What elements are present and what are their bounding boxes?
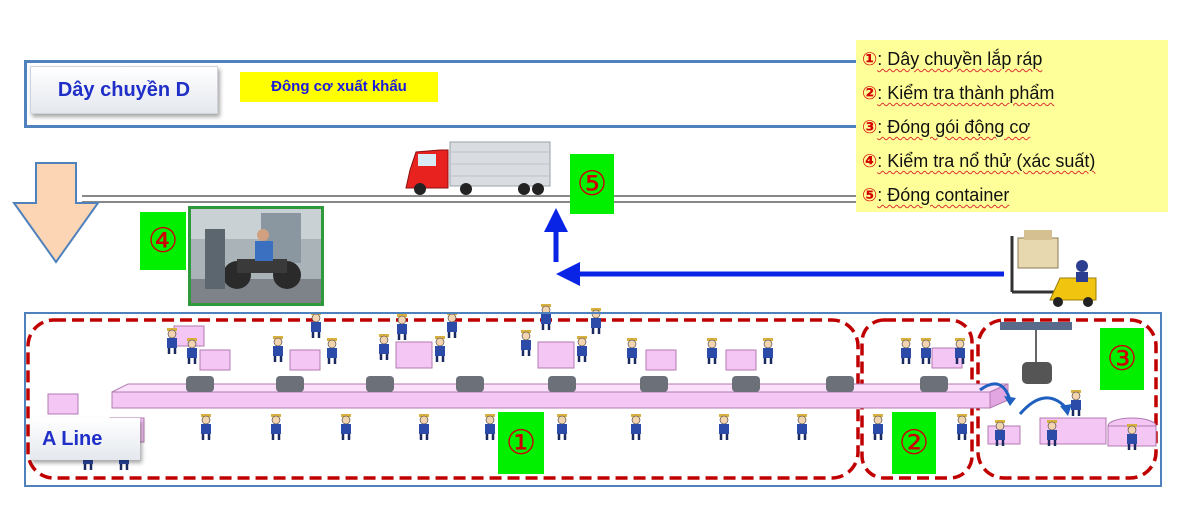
worker-icon [763, 338, 773, 364]
legend-item-4: ④: Kiểm tra nổ thử (xác suất) [862, 151, 1096, 171]
worker-icon [921, 338, 931, 364]
worker-icon [485, 414, 495, 440]
road-line [82, 195, 860, 203]
worker-icon [435, 336, 445, 362]
marker-5: ⑤ [570, 154, 614, 214]
marker-4: ④ [140, 212, 186, 270]
a-line-label: A Line [30, 418, 140, 460]
worker-icon [273, 336, 283, 362]
flow-down-arrow [12, 162, 100, 264]
worker-icon [631, 414, 641, 440]
worker-icon [341, 414, 351, 440]
forklift-icon [1010, 230, 1097, 307]
worker-icon [707, 338, 717, 364]
worker-icon [1127, 424, 1137, 450]
legend-item-1: ①: Dây chuyền lắp ráp [862, 49, 1043, 69]
a-line-frame [24, 312, 1162, 487]
line-d-label: Dây chuyền D [30, 66, 218, 114]
worker-icon [957, 414, 967, 440]
worker-icon [627, 338, 637, 364]
worker-icon [201, 414, 211, 440]
worker-icon [397, 314, 407, 340]
hoist-icon [1000, 322, 1072, 384]
conveyor-engines [186, 376, 948, 392]
marker-2: ② [892, 412, 936, 474]
worker-icon [187, 338, 197, 364]
worker-icon [379, 334, 389, 360]
legend-item-5: ⑤: Đóng container [862, 185, 1010, 205]
worker-icon [577, 336, 587, 362]
worker-icon [419, 414, 429, 440]
conveyor-belt [111, 383, 1009, 409]
marker-1: ① [498, 412, 544, 474]
worker-icon [995, 420, 1005, 446]
legend-box: ①: Dây chuyền lắp ráp ②: Kiểm tra thành … [856, 40, 1168, 212]
export-engine-label: Đông cơ xuất khẩu [240, 72, 438, 102]
worker-icon [1047, 420, 1057, 446]
motorcycle-test-image [191, 209, 321, 303]
worker-icon [955, 338, 965, 364]
worker-icon [167, 328, 177, 354]
worker-icons [83, 304, 1137, 470]
worker-icon [873, 414, 883, 440]
worker-icon [557, 414, 567, 440]
legend-item-2: ②: Kiểm tra thành phẩm [862, 83, 1055, 103]
worker-icon [797, 414, 807, 440]
flow-arrow-up [544, 208, 568, 262]
worker-icon [1071, 390, 1081, 416]
worker-icon [719, 414, 729, 440]
flow-arrow-left [556, 262, 1004, 286]
worker-icon [521, 330, 531, 356]
worker-icon [327, 338, 337, 364]
worker-icon [901, 338, 911, 364]
worker-icon [271, 414, 281, 440]
marker-3: ③ [1100, 328, 1144, 390]
legend-item-3: ③: Đóng gói động cơ [862, 117, 1031, 137]
truck-icon [405, 141, 551, 195]
test-run-photo [188, 206, 324, 306]
